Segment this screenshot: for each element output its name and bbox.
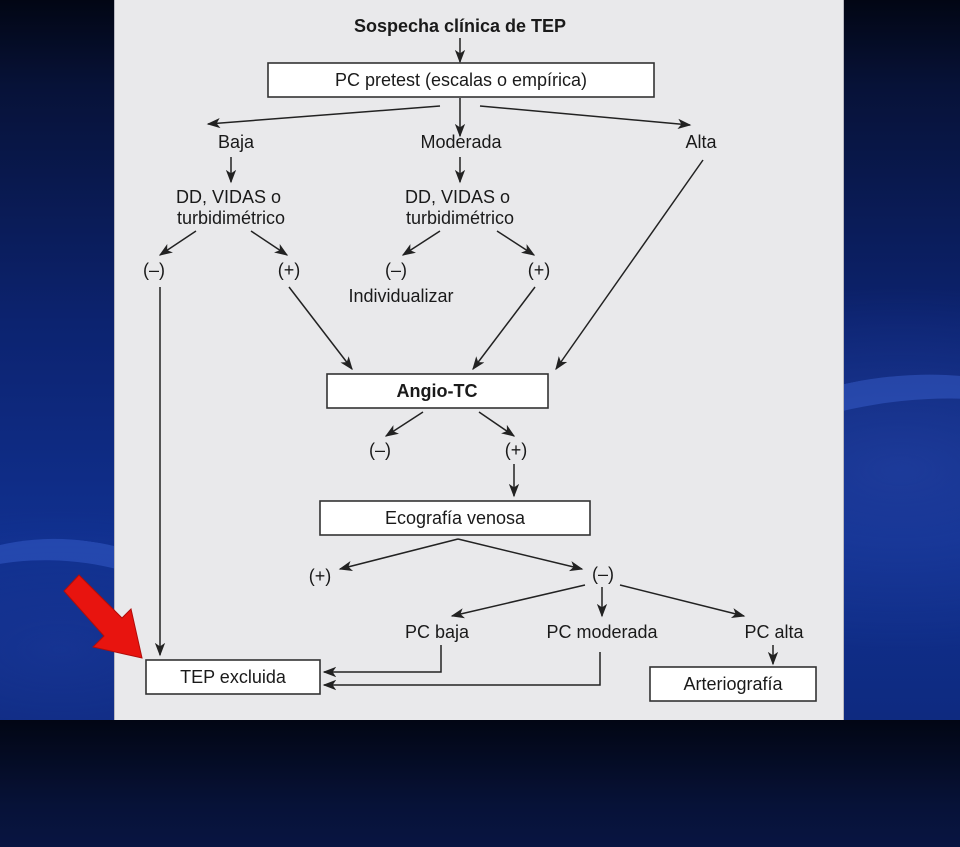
angio-label: Angio-TC bbox=[397, 381, 478, 401]
arrow-echo-neg-to-pc-low bbox=[450, 584, 586, 619]
flowchart: Sospecha clínica de TEP PC pretest (esca… bbox=[63, 16, 817, 702]
echo-box bbox=[319, 500, 591, 536]
arrow-angio-pos bbox=[478, 411, 516, 437]
excluded-label: TEP excluida bbox=[180, 667, 287, 687]
arrow-to-low bbox=[206, 105, 441, 129]
level-moderate: Moderada bbox=[420, 132, 502, 152]
pc-low-label: PC baja bbox=[405, 622, 470, 642]
pc-moderate-label: PC moderada bbox=[546, 622, 658, 642]
pretest-label: PC pretest (escalas o empírica) bbox=[335, 70, 587, 90]
result-moderate-positive: (+) bbox=[528, 260, 551, 280]
dd-test-moderate-line2: turbidimétrico bbox=[406, 208, 514, 228]
arteriography-label: Arteriografía bbox=[683, 674, 783, 694]
arrow-echo-neg-to-pc-high bbox=[619, 584, 746, 619]
red-arrow-icon bbox=[63, 574, 143, 659]
level-low: Baja bbox=[218, 132, 255, 152]
excluded-box bbox=[145, 659, 321, 695]
angio-box bbox=[326, 373, 549, 409]
echo-positive: (+) bbox=[309, 566, 332, 586]
echo-label: Ecografía venosa bbox=[385, 508, 526, 528]
arrow-echo-neg bbox=[457, 538, 584, 572]
individualize-label: Individualizar bbox=[348, 286, 453, 306]
echo-negative: (–) bbox=[592, 564, 614, 584]
arrow-low-pos-to-angio bbox=[288, 286, 353, 371]
angio-negative: (–) bbox=[369, 440, 391, 460]
arrow-dd-low-neg bbox=[158, 230, 197, 256]
dd-test-low-line2: turbidimétrico bbox=[177, 208, 285, 228]
arrow-to-high bbox=[479, 105, 692, 130]
diagram-title: Sospecha clínica de TEP bbox=[354, 16, 566, 36]
pc-high-label: PC alta bbox=[744, 622, 804, 642]
pretest-box bbox=[267, 62, 655, 98]
arrow-dd-mod-neg bbox=[401, 230, 441, 256]
arrow-pc-moderate-to-excluded bbox=[322, 652, 601, 691]
arrow-dd-mod-pos bbox=[496, 230, 536, 256]
arrow-dd-low-pos bbox=[250, 230, 289, 256]
dd-test-moderate: DD, VIDAS o turbidimétrico bbox=[405, 187, 515, 228]
result-moderate-negative: (–) bbox=[385, 260, 407, 280]
result-low-negative: (–) bbox=[143, 260, 165, 280]
arrow-echo-pos bbox=[338, 538, 459, 571]
arrow-high-to-angio bbox=[555, 159, 704, 371]
dd-test-moderate-line1: DD, VIDAS o bbox=[405, 187, 510, 207]
level-high: Alta bbox=[685, 132, 717, 152]
dd-test-low-line1: DD, VIDAS o bbox=[176, 187, 281, 207]
arrow-angio-neg bbox=[384, 411, 424, 437]
arrow-pc-low-to-excluded bbox=[322, 645, 442, 678]
angio-positive: (+) bbox=[505, 440, 528, 460]
arteriography-box bbox=[649, 666, 817, 702]
result-low-positive: (+) bbox=[278, 260, 301, 280]
dd-test-low: DD, VIDAS o turbidimétrico bbox=[176, 187, 286, 228]
arrow-mod-pos-to-angio bbox=[472, 286, 536, 371]
